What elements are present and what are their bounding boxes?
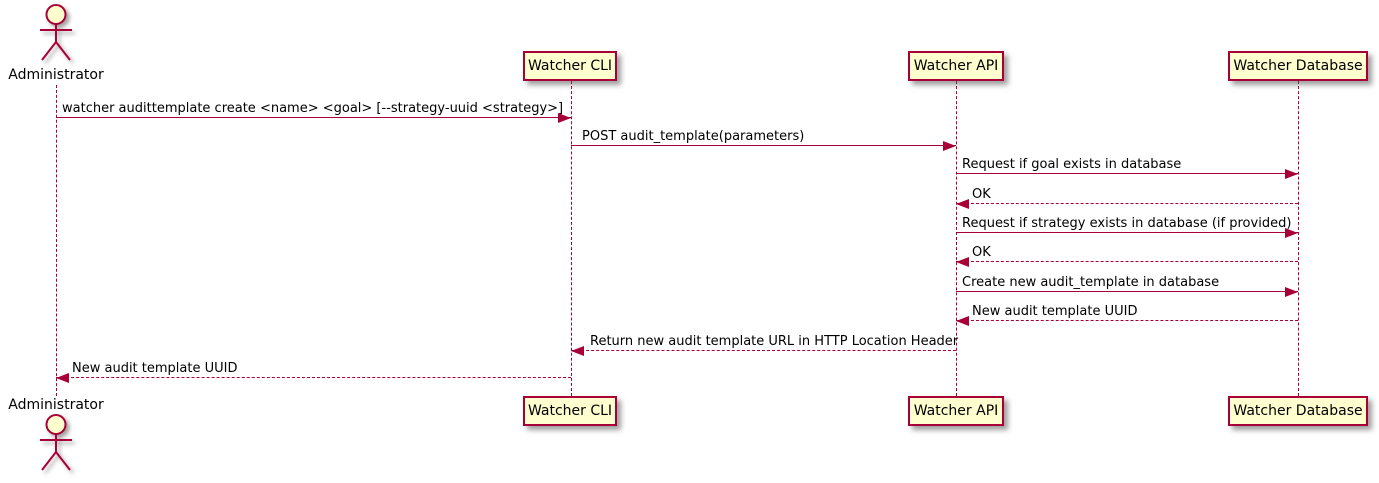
message-label: New audit template UUID (972, 304, 1138, 319)
message-line (956, 203, 1298, 204)
participant-watcher-cli-top: Watcher CLI (523, 51, 617, 81)
message-label: Create new audit_template in database (962, 275, 1220, 290)
arrowhead-left-icon (956, 316, 969, 326)
arrowhead-right-icon (1285, 287, 1298, 297)
message-label: Request if strategy exists in database (… (962, 216, 1292, 231)
message-label: New audit template UUID (72, 361, 238, 376)
message-label: Request if goal exists in database (962, 157, 1182, 172)
message-label: OK (972, 187, 991, 202)
message-line (56, 377, 571, 378)
participant-label: Watcher Database (1233, 403, 1363, 419)
participant-label: Watcher API (913, 403, 999, 419)
message-line (571, 350, 956, 351)
lifeline-watcher-database (1298, 81, 1299, 396)
participant-watcher-cli-bottom: Watcher CLI (523, 396, 617, 426)
participant-label: Watcher Database (1233, 58, 1363, 74)
arrowhead-right-icon (558, 113, 571, 123)
message-label: watcher audittemplate create <name> <goa… (62, 101, 564, 116)
lifeline-administrator (56, 85, 57, 396)
participant-watcher-api-bottom: Watcher API (908, 396, 1004, 426)
arrowhead-left-icon (956, 257, 969, 267)
message-line (956, 232, 1298, 233)
participant-watcher-api-top: Watcher API (908, 51, 1004, 81)
participant-label: Watcher CLI (527, 403, 613, 419)
actor-icon-bottom (40, 414, 72, 471)
actor-icon-top (40, 4, 72, 61)
arrowhead-left-icon (56, 373, 69, 383)
arrowhead-right-icon (943, 141, 956, 151)
arrowhead-left-icon (956, 199, 969, 209)
message-label: Return new audit template URL in HTTP Lo… (590, 334, 959, 349)
actor-label-bottom: Administrator (8, 397, 104, 413)
message-line (956, 261, 1298, 262)
arrowhead-left-icon (571, 346, 584, 356)
message-line (956, 320, 1298, 321)
actor-label-top: Administrator (8, 67, 104, 83)
participant-watcher-database-bottom: Watcher Database (1228, 396, 1368, 426)
participant-label: Watcher API (913, 58, 999, 74)
lifeline-watcher-api (956, 81, 957, 396)
message-label: POST audit_template(parameters) (582, 129, 805, 144)
arrowhead-right-icon (1285, 169, 1298, 179)
participant-watcher-database-top: Watcher Database (1228, 51, 1368, 81)
message-line (571, 145, 956, 146)
message-line (956, 291, 1298, 292)
message-line (56, 117, 571, 118)
participant-label: Watcher CLI (527, 58, 613, 74)
lifeline-watcher-cli (571, 81, 572, 396)
message-label: OK (972, 245, 991, 260)
message-line (956, 173, 1298, 174)
arrowhead-right-icon (1285, 228, 1298, 238)
